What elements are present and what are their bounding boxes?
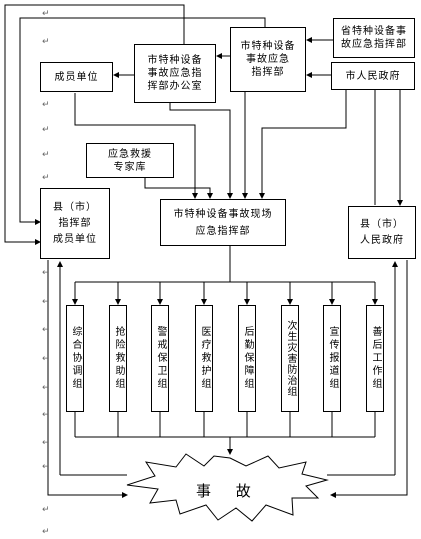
county-hq-members-box: 县（市） 指挥部 成员单位 xyxy=(40,188,110,259)
group-box: 次生灾害防治组 xyxy=(281,305,299,412)
paragraph-mark: ↵ xyxy=(42,505,50,515)
member-units-box: 成员单位 xyxy=(40,62,113,92)
site-hq-box: 市特种设备事故现场 应急指挥部 xyxy=(160,199,286,246)
paragraph-mark: ↵ xyxy=(42,527,50,537)
paragraph-mark: ↵ xyxy=(42,125,50,135)
group-box: 医疗救护组 xyxy=(195,305,213,412)
paragraph-mark: ↵ xyxy=(42,438,50,448)
paragraph-mark: ↵ xyxy=(42,410,50,420)
group-box: 善后工作组 xyxy=(366,305,384,412)
group-box: 后勤保障组 xyxy=(238,305,256,412)
paragraph-mark: ↵ xyxy=(42,354,50,364)
paragraph-mark: ↵ xyxy=(42,9,50,19)
accident-label: 事 故 xyxy=(196,482,261,500)
group-box: 综合协调组 xyxy=(66,305,84,412)
paragraph-mark: ↵ xyxy=(42,173,50,183)
group-box: 抢险救助组 xyxy=(109,305,127,412)
accident-burst xyxy=(126,453,329,522)
group-box: 警戒保卫组 xyxy=(151,305,169,412)
paragraph-mark: ↵ xyxy=(42,37,50,47)
paragraph-mark: ↵ xyxy=(42,268,50,278)
county-gov-box: 县（市） 人民政府 xyxy=(348,206,416,259)
city-hq-box: 市特种设备 事故应急 指挥部 xyxy=(230,27,306,92)
city-office-box: 市特种设备 事故应急指 挥部办公室 xyxy=(134,44,216,103)
paragraph-mark: ↵ xyxy=(42,150,50,160)
group-box: 宣传报道组 xyxy=(323,305,341,412)
paragraph-mark: ↵ xyxy=(42,100,50,110)
paragraph-mark: ↵ xyxy=(42,383,50,393)
paragraph-mark: ↵ xyxy=(42,297,50,307)
paragraph-mark: ↵ xyxy=(42,462,50,472)
paragraph-mark: ↵ xyxy=(42,325,50,335)
province-hq-box: 省特种设备事 故应急指挥部 xyxy=(333,18,415,58)
expert-pool-box: 应急救援 专家库 xyxy=(86,143,174,178)
city-gov-box: 市人民政府 xyxy=(331,62,415,90)
